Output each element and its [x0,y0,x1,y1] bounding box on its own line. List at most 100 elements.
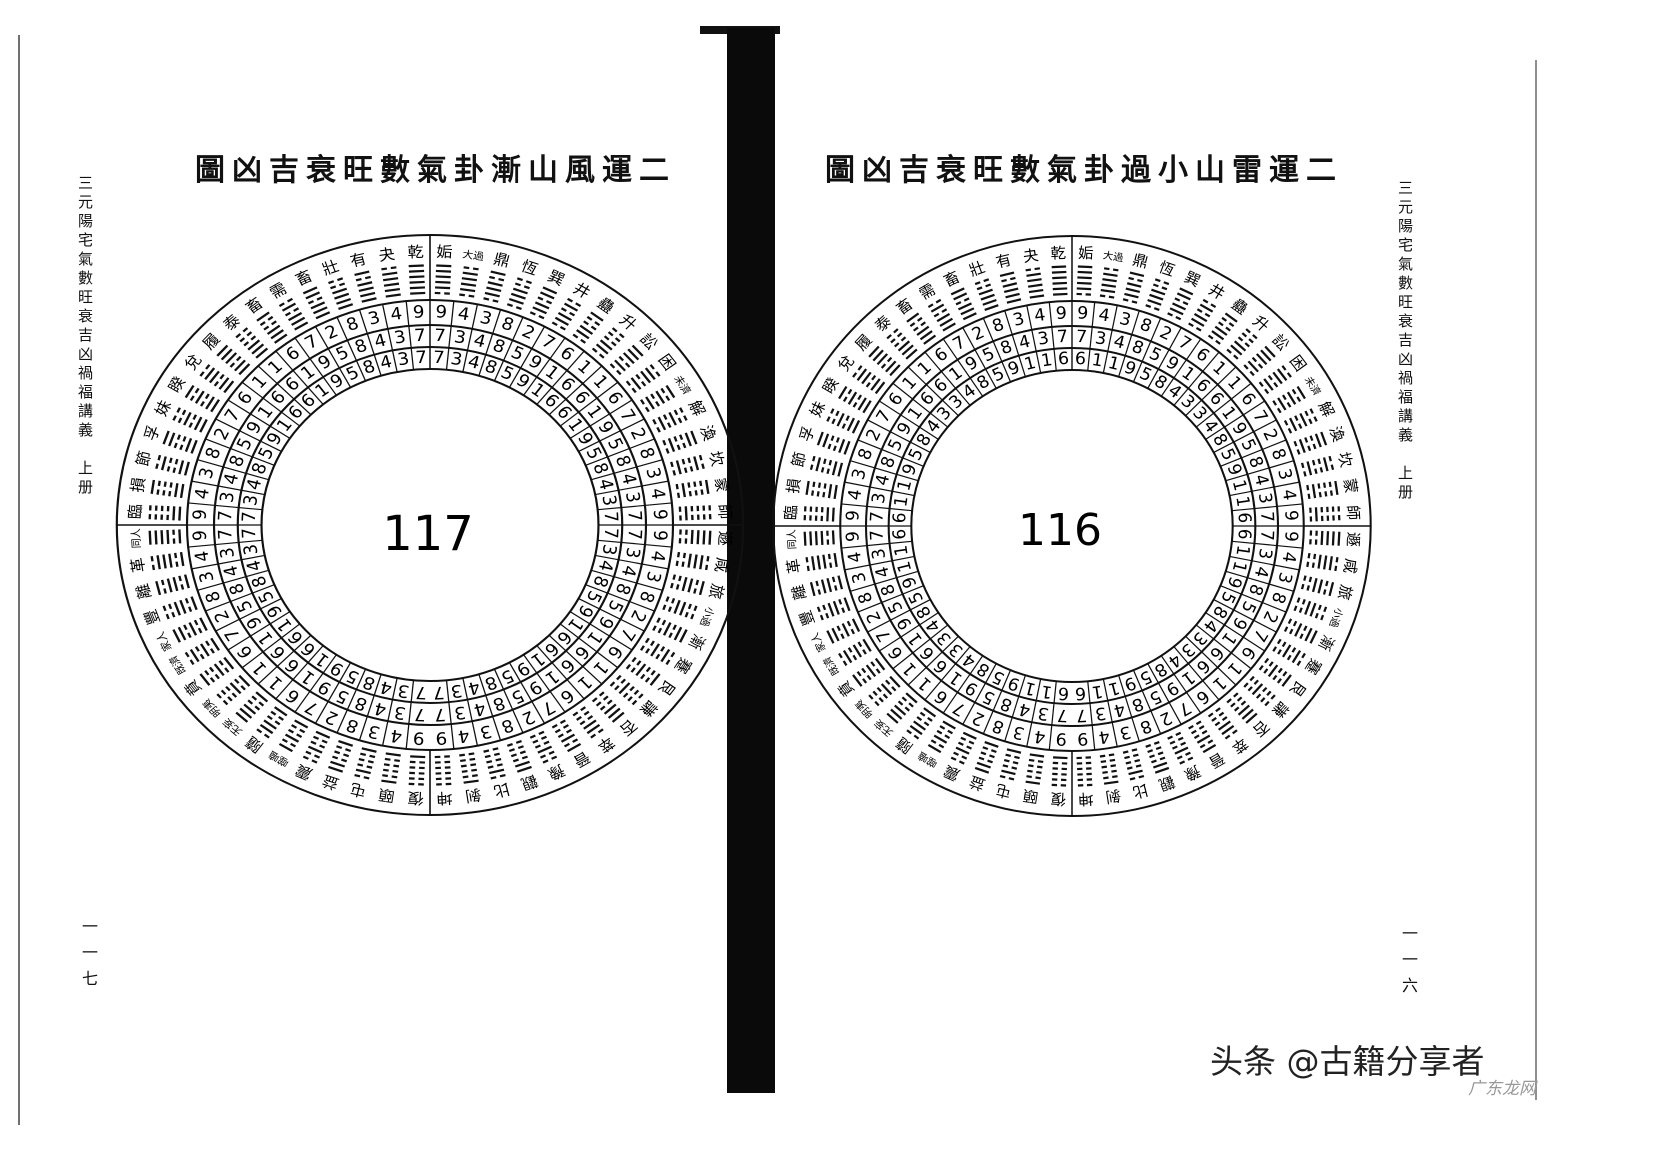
yang-line [974,766,990,774]
qi-number: 8 [498,314,516,336]
yin-line [655,401,661,407]
yin-line [999,774,1006,779]
yang-line [607,707,621,719]
yin-line [1109,758,1116,762]
cell-separator [508,326,546,388]
cell-separator-line [1220,585,1287,613]
yin-line [662,414,668,420]
yang-line [1001,769,1016,776]
yin-line [690,613,695,620]
cell-separator-line [1195,382,1252,428]
yang-line [1154,766,1170,774]
yin-line [826,468,830,475]
yin-line [662,604,667,611]
cell-separator-line [241,623,301,669]
yin-line [1149,754,1155,759]
qi-number: 3 [848,570,870,585]
yang-line [490,270,506,277]
yang-line [831,461,838,476]
yin-line [548,750,555,755]
qi-number: 3 [1011,309,1027,331]
hexagram-name: 旅 [705,582,727,601]
cell-separator-line [1004,675,1026,742]
yang-line [179,483,185,499]
cell-separator [595,554,669,570]
yin-line [176,434,181,440]
yin-line [847,647,853,653]
qi-number: 4 [466,676,482,697]
yin-line [1187,756,1194,761]
cell-separator-line [508,662,546,724]
cell-separator-line [445,680,455,749]
yin-line [220,689,227,695]
yin-line [487,765,494,769]
yin-line [172,467,177,474]
yin-line [857,394,862,401]
yang-line [982,298,997,306]
yang-line [1260,349,1272,362]
qi-number: 3 [217,546,239,560]
yang-line [1172,302,1187,311]
yin-line [950,756,957,761]
yin-line [920,321,926,327]
yang-line [953,292,968,301]
hexagram-name: 井 [570,280,593,303]
yang-line [1125,287,1141,294]
yin-line [640,399,645,405]
yang-line [1102,278,1117,283]
yin-line [1122,750,1129,754]
yin-line [1264,700,1270,707]
yin-line [1325,580,1329,587]
yang-line [156,555,161,570]
yang-line [1304,600,1312,615]
yang-line [484,291,500,298]
cell-separator-line [227,399,291,439]
cell-separator [336,668,367,734]
cell-separator [962,327,997,389]
qi-number: 1 [894,559,916,574]
yin-line [229,362,236,368]
yin-line [183,624,188,631]
yin-line [1276,638,1282,645]
qi-number: 4 [593,558,616,573]
cell-separator [381,304,398,373]
qi-number: 3 [449,680,464,701]
hexagram-name: 妹 [806,399,829,420]
yin-line [532,739,539,744]
cell-separator [841,540,913,549]
qi-number: 4 [389,725,404,746]
qi-number: 4 [471,698,487,719]
cell-separator [1225,570,1294,592]
yang-line [408,269,425,273]
cell-separator [1132,317,1162,383]
yin-line [1110,764,1117,768]
yin-line [927,303,934,308]
yin-line [173,442,178,449]
hexagram-name: 既濟 [166,653,189,677]
yang-line [463,779,479,784]
yin-line [840,633,845,640]
yin-line [820,467,825,473]
yang-line [1328,581,1335,597]
yang-line [284,733,300,743]
yin-line [1138,774,1145,779]
yin-line [1264,657,1270,664]
yang-line [178,529,182,544]
yang-line [905,348,918,360]
qi-number: 2 [518,322,537,344]
cell-separator-line [1026,678,1042,747]
cell-separator-line [841,503,913,512]
yang-line [901,344,914,356]
yin-line [886,334,892,340]
yin-line [1233,354,1239,360]
yin-line [882,693,889,699]
cell-separator [205,438,275,466]
yin-line [667,606,672,612]
yin-line [1172,745,1178,750]
yin-line [364,275,371,280]
cell-separator-line [241,381,301,427]
